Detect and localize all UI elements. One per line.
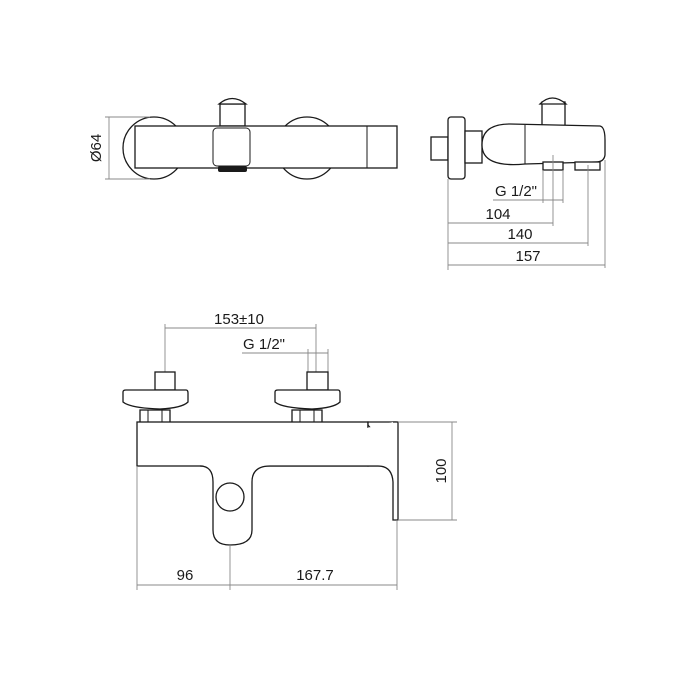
spacing-label: 153±10 [214, 311, 264, 328]
thread-label-front: G 1/2" [243, 336, 285, 353]
left-inlet [154, 371, 176, 391]
right-flange [274, 389, 341, 410]
dim-104: 104 [485, 206, 510, 223]
nut [464, 130, 483, 164]
lever-outline [199, 421, 399, 546]
wall-plate [447, 116, 466, 180]
dim-157: 157 [515, 248, 540, 265]
right-inlet [306, 371, 329, 391]
mixer-body [134, 125, 398, 169]
thread-label-side: G 1/2" [495, 183, 537, 200]
lever-hole [215, 482, 245, 512]
dim-96: 96 [177, 567, 194, 584]
front-view: 153±10 G 1/2" 100 96 167.7 [122, 311, 457, 590]
side-view: G 1/2" 104 140 157 [430, 97, 606, 270]
side-body [481, 123, 606, 166]
dim-140: 140 [507, 226, 532, 243]
inlet-stub [430, 136, 449, 161]
top-view: Ø64 [88, 97, 398, 180]
diverter-knob [219, 103, 246, 127]
spout-outlet [218, 166, 247, 172]
diameter-label: Ø64 [88, 134, 105, 162]
diverter-knob-cap [217, 97, 248, 105]
height-label: 100 [433, 458, 450, 483]
left-flange [122, 389, 189, 410]
knob [541, 101, 566, 127]
dim-167-7: 167.7 [296, 567, 334, 584]
